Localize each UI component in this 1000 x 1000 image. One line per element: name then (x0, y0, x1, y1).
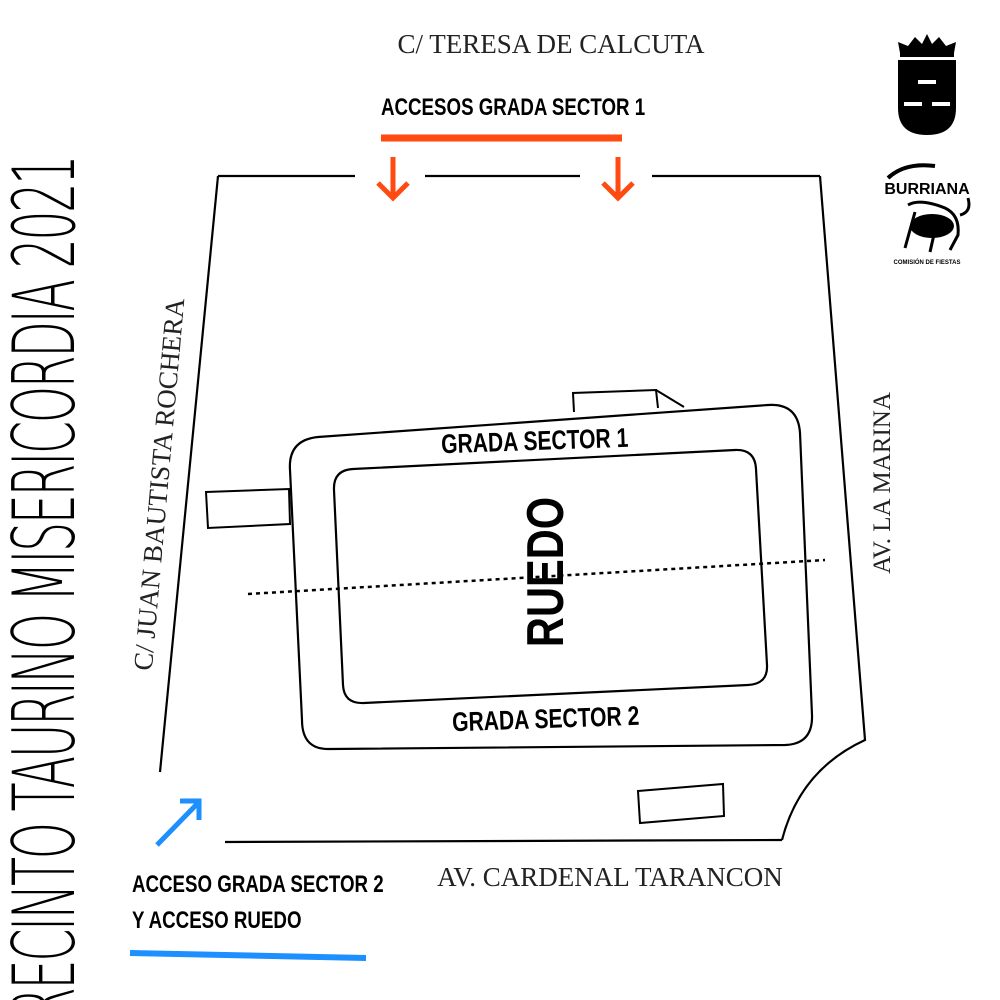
annex-buildings (204, 388, 726, 825)
access-sector1-label: ACCESOS GRADA SECTOR 1 (381, 94, 645, 121)
ruedo-outline (332, 448, 769, 705)
street-left: C/ JUAN BAUTISTA ROCHERA (128, 296, 190, 671)
street-top: C/ TERESA DE CALCUTA (397, 29, 705, 59)
dividing-line (247, 558, 826, 596)
municipal-crest-logo (898, 34, 956, 135)
street-bottom: AV. CARDENAL TARANCON (437, 862, 783, 892)
street-right: AV. LA MARINA (869, 392, 896, 574)
svg-text:BURRIANA: BURRIANA (884, 181, 970, 198)
sector2-access-marker (129, 798, 367, 961)
grada-outline (288, 403, 814, 751)
grada-sector2-label: GRADA SECTOR 2 (452, 701, 640, 738)
ruedo-label: RUEDO (516, 497, 575, 647)
arrow-down-icon (376, 157, 410, 202)
perimeter (158, 174, 867, 844)
sector1-access-marker (376, 134, 635, 202)
svg-text:COMISIÓN DE FIESTAS: COMISIÓN DE FIESTAS (894, 258, 961, 266)
arrow-down-icon (601, 157, 635, 202)
access-ruedo-label: Y ACCESO RUEDO (132, 907, 301, 934)
grada-sector1-label: GRADA SECTOR 1 (441, 423, 629, 460)
arrow-up-right-icon (155, 798, 202, 847)
burriana-logo: BURRIANA COMISIÓN DE FIESTAS (884, 163, 971, 266)
access-sector2-label: ACCESO GRADA SECTOR 2 (132, 871, 384, 898)
